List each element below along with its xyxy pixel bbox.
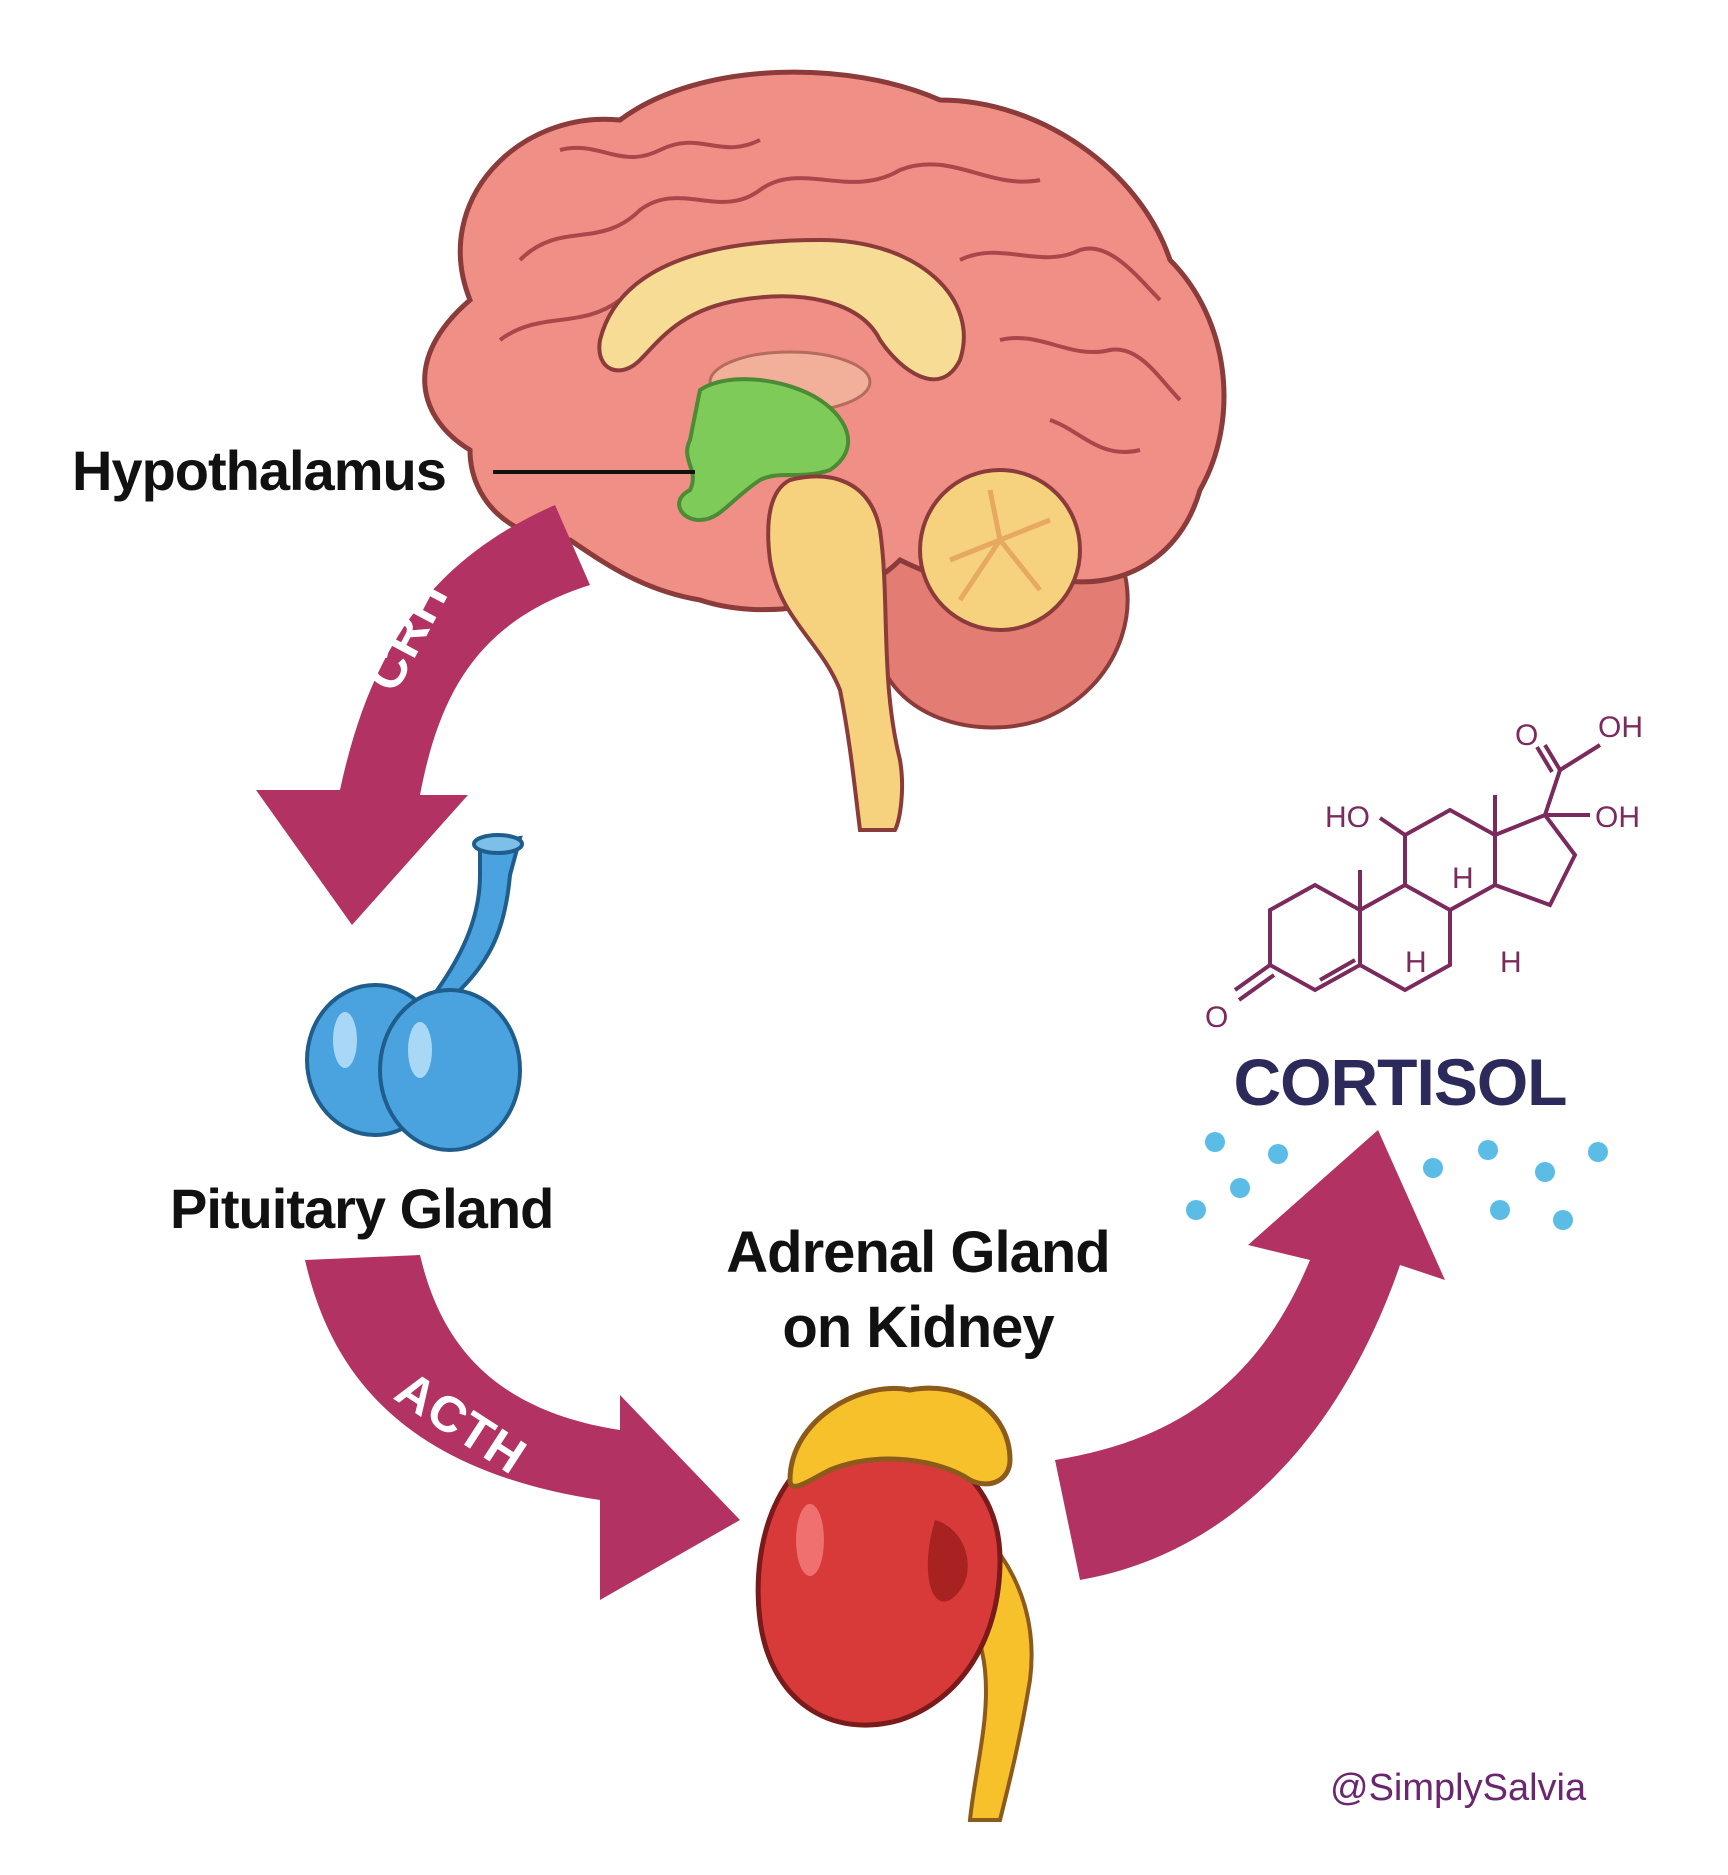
pituitary-gland-illustration <box>305 833 524 1152</box>
molecule-atom-h-1: H <box>1452 862 1474 895</box>
author-credit: @SimplySalvia <box>1330 1767 1587 1809</box>
pituitary-gland-label: Pituitary Gland <box>170 1177 553 1240</box>
cortisol-droplets <box>1186 1132 1608 1230</box>
cortisol-release-arrow <box>1055 1130 1445 1580</box>
cortisol-molecule-structure <box>1233 743 1602 1002</box>
molecule-atom-o-top: O <box>1515 719 1538 752</box>
cortisol-label: CORTISOL <box>1234 1045 1567 1119</box>
molecule-atom-h-2: H <box>1405 946 1427 979</box>
hypothalamus-label: Hypothalamus <box>72 439 446 502</box>
adrenal-gland-label-line2: on Kidney <box>782 1295 1054 1360</box>
crh-arrow <box>256 505 590 925</box>
molecule-atom-h-3: H <box>1500 946 1522 979</box>
adrenal-gland-label-line1: Adrenal Gland <box>726 1220 1109 1285</box>
molecule-atom-oh-right: OH <box>1595 801 1640 834</box>
brain-illustration <box>422 69 1227 832</box>
acth-arrow <box>305 1255 740 1600</box>
molecule-atom-ho: HO <box>1325 801 1370 834</box>
molecule-atom-oh-top: OH <box>1598 711 1643 744</box>
molecule-atom-o-bottom: O <box>1205 1001 1228 1034</box>
kidney-adrenal-illustration <box>755 1385 1034 1822</box>
